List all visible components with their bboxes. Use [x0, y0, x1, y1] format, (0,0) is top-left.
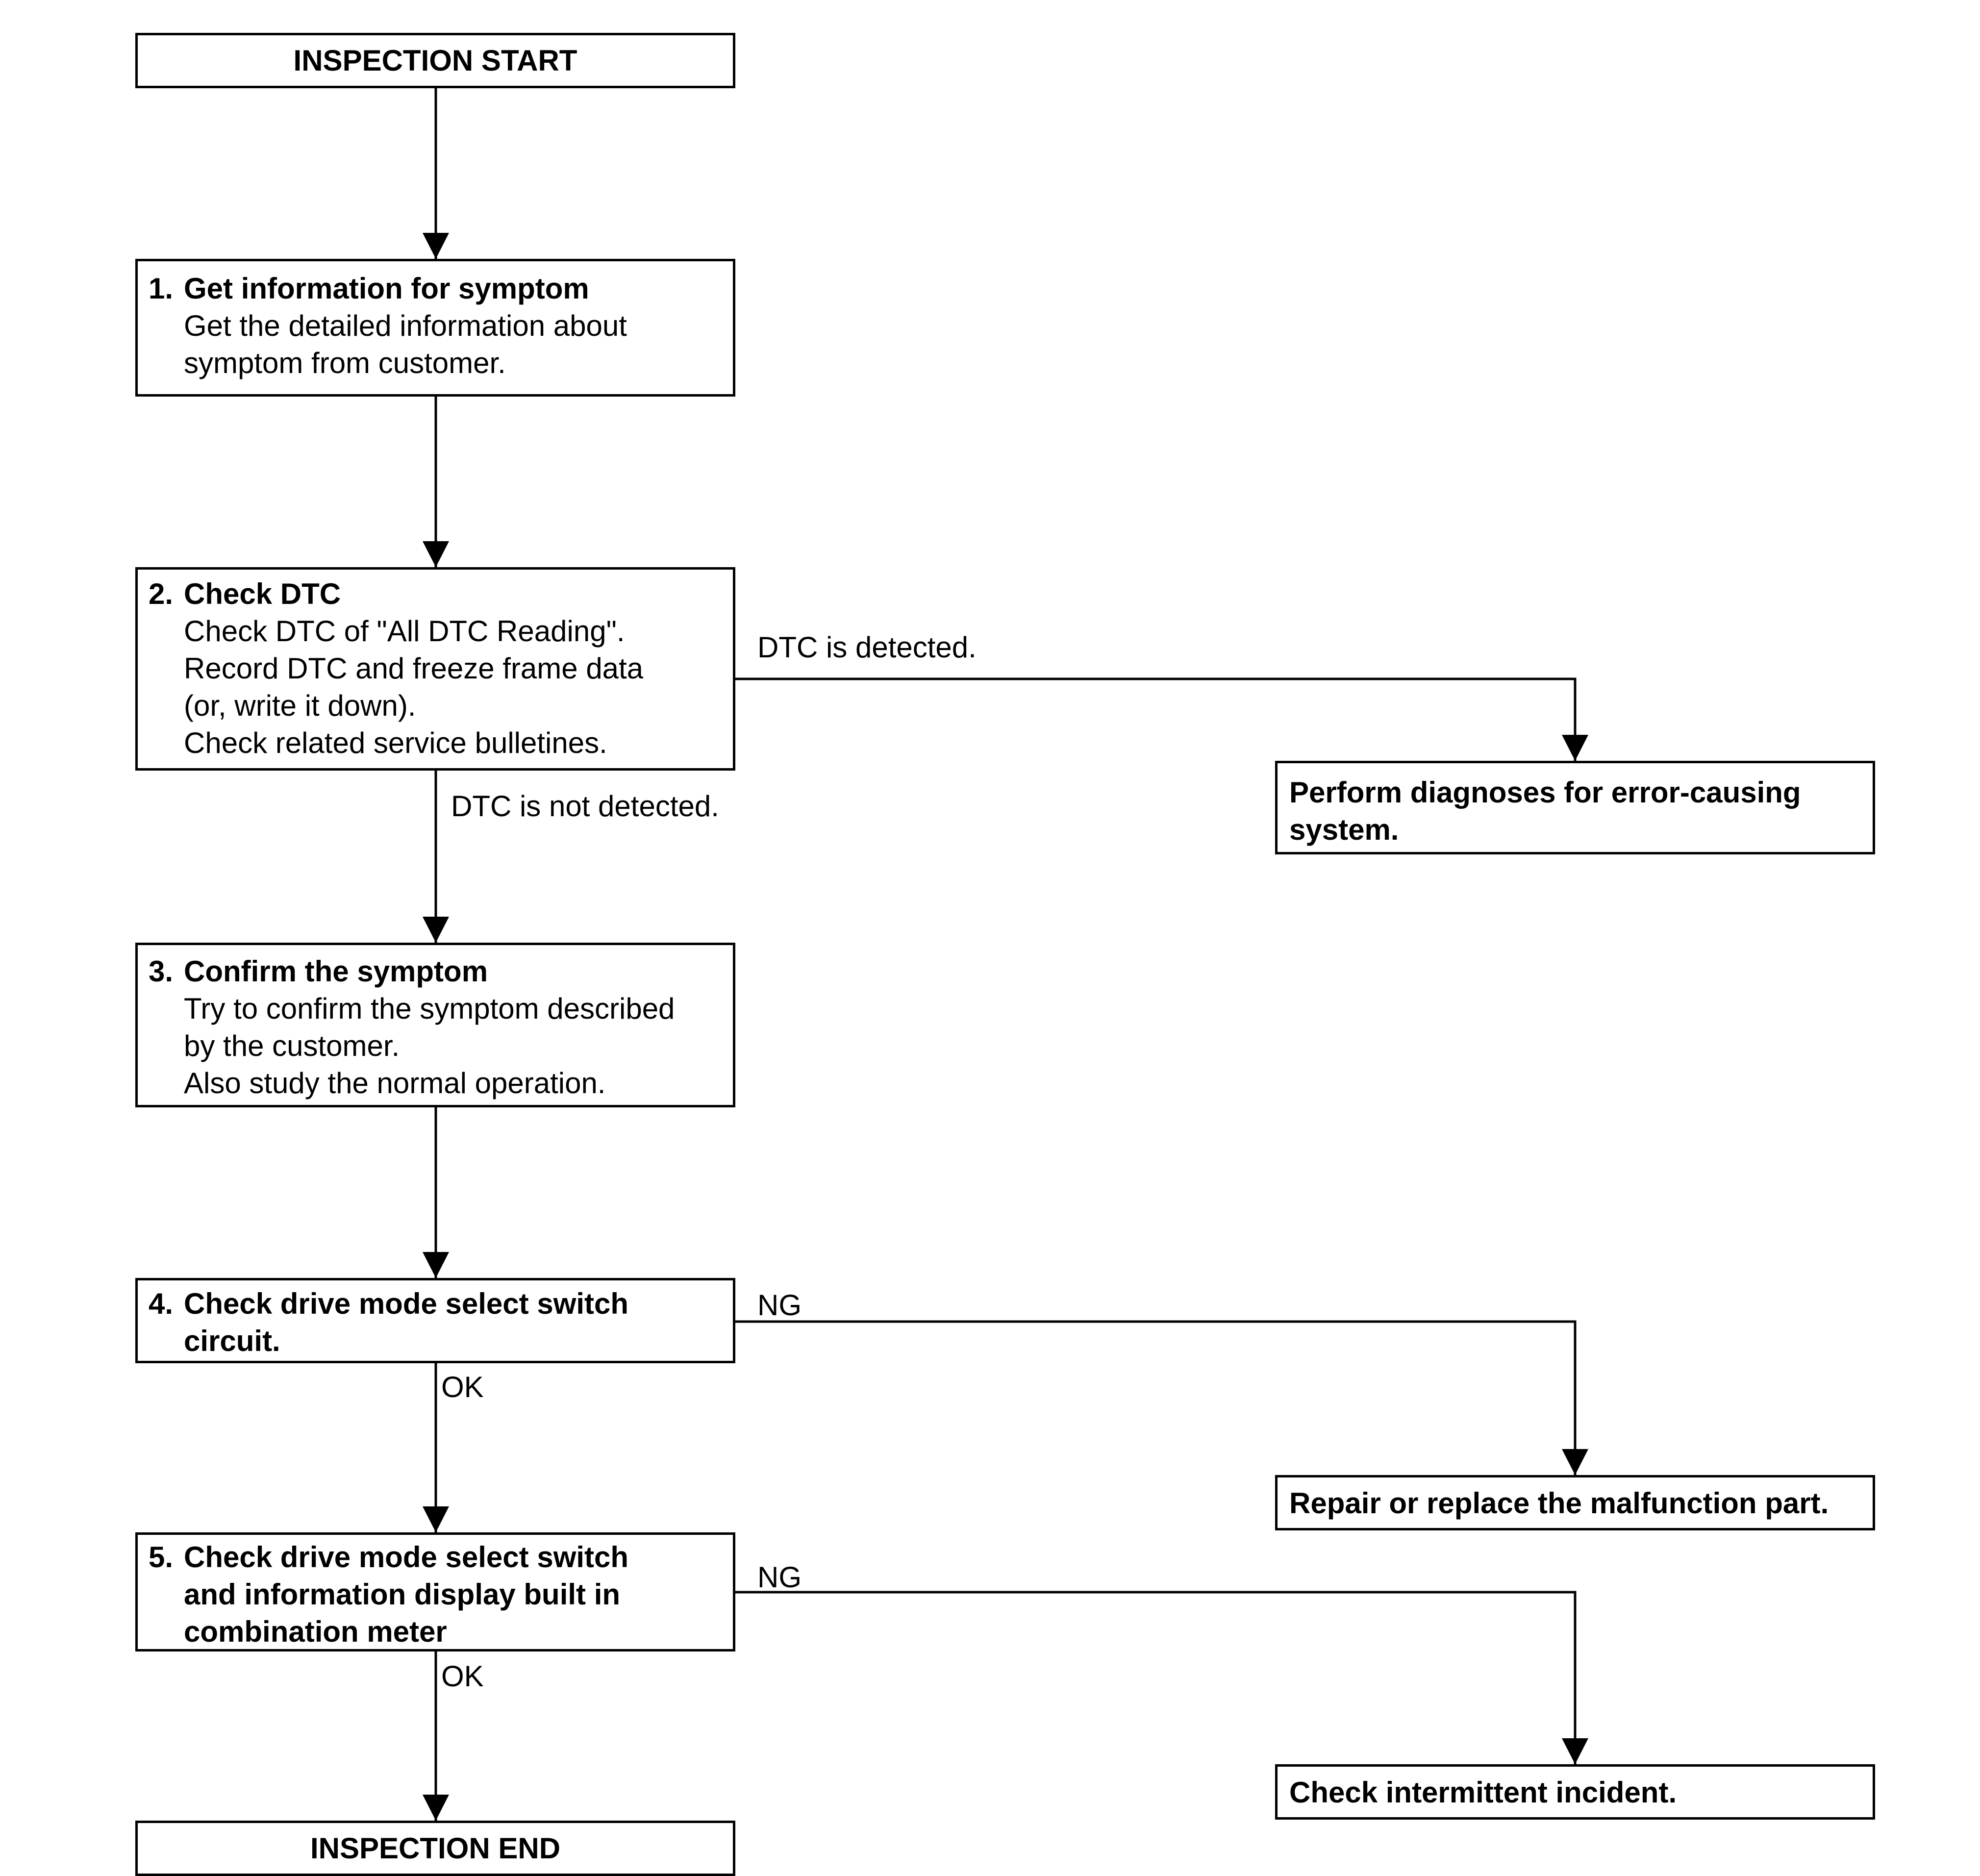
result-intermittent-text: Check intermittent incident.	[1289, 1776, 1677, 1809]
arrowhead	[1562, 1449, 1588, 1475]
arrowhead	[423, 1506, 449, 1532]
step-5-title-continued: combination meter	[184, 1615, 447, 1648]
step-4-title-continued: circuit.	[184, 1325, 280, 1357]
step-4-box: 4. Check drive mode select switch circuit…	[135, 1278, 735, 1363]
label-ok-step5: OK	[441, 1660, 484, 1693]
step-5-box: 5. Check drive mode select switch and inf…	[135, 1532, 735, 1651]
result-dtc-detected-line: system.	[1289, 813, 1399, 846]
step-3-line: Also study the normal operation.	[184, 1067, 606, 1100]
step-2-title: Check DTC	[184, 577, 341, 610]
step-3-heading: 3. Confirm the symptom	[149, 953, 733, 990]
label-ok-step4: OK	[441, 1371, 484, 1403]
arrowhead	[1562, 1738, 1588, 1764]
label-ng-step4: NG	[757, 1289, 802, 1322]
step-3-description: Try to confirm the symptom described by …	[149, 990, 733, 1102]
arrow-step5-to-intermittent	[735, 1591, 1577, 1764]
step-5-title: Check drive mode select switch	[184, 1541, 629, 1574]
label-ng-step5: NG	[757, 1561, 802, 1594]
step-3-box: 3. Confirm the symptom Try to confirm the…	[135, 943, 735, 1107]
result-repair-text: Repair or replace the malfunction part.	[1289, 1487, 1829, 1520]
step-2-number: 2.	[149, 577, 174, 610]
step-2-line: (or, write it down).	[184, 689, 416, 722]
inspection-start-label: INSPECTION START	[293, 44, 577, 77]
step-4-heading: 4. Check drive mode select switch circuit…	[149, 1285, 733, 1360]
step-1-number: 1.	[149, 272, 174, 305]
step-2-heading: 2. Check DTC	[149, 575, 733, 613]
step-1-line: Get the detailed information about	[184, 309, 627, 342]
step-4-title: Check drive mode select switch	[184, 1287, 629, 1320]
step-5-number: 5.	[149, 1541, 174, 1574]
arrowhead	[423, 1252, 449, 1278]
inspection-end-label: INSPECTION END	[310, 1832, 561, 1865]
arrowhead	[423, 917, 449, 943]
step-3-title: Confirm the symptom	[184, 955, 488, 988]
step-3-line: Try to confirm the symptom described	[184, 992, 675, 1025]
step-1-line: symptom from customer.	[184, 347, 506, 379]
step-4-number: 4.	[149, 1287, 174, 1320]
step-2-line: Check DTC of "All DTC Reading".	[184, 615, 625, 648]
step-1-title: Get information for symptom	[184, 272, 589, 305]
arrowhead	[423, 233, 449, 259]
step-2-box: 2. Check DTC Check DTC of "All DTC Readin…	[135, 567, 735, 771]
arrowhead	[1562, 735, 1588, 761]
step-1-box: 1. Get information for symptom Get the de…	[135, 259, 735, 397]
step-5-heading: 5. Check drive mode select switch and inf…	[149, 1539, 733, 1651]
label-dtc-detected: DTC is detected.	[757, 631, 977, 664]
step-3-line: by the customer.	[184, 1029, 400, 1062]
result-intermittent-box: Check intermittent incident.	[1275, 1764, 1875, 1820]
inspection-start-box: INSPECTION START	[135, 33, 735, 88]
step-2-description: Check DTC of "All DTC Reading". Record D…	[149, 613, 733, 762]
result-dtc-detected-line: Perform diagnoses for error-causing	[1289, 776, 1801, 809]
step-3-number: 3.	[149, 955, 174, 988]
result-dtc-detected-box: Perform diagnoses for error-causing syst…	[1275, 761, 1875, 854]
arrow-step4-to-repair	[735, 1320, 1577, 1475]
step-5-title-continued: and information display built in	[184, 1578, 621, 1611]
arrow-step2-to-dtc-result	[735, 677, 1577, 761]
arrowhead	[423, 1795, 449, 1821]
result-repair-box: Repair or replace the malfunction part.	[1275, 1475, 1875, 1530]
step-2-line: Record DTC and freeze frame data	[184, 652, 644, 685]
step-1-heading: 1. Get information for symptom	[149, 270, 733, 307]
inspection-end-box: INSPECTION END	[135, 1821, 735, 1876]
step-2-line: Check related service bulletines.	[184, 726, 607, 759]
label-dtc-not-detected: DTC is not detected.	[451, 790, 719, 823]
step-1-description: Get the detailed information about sympt…	[149, 307, 733, 382]
arrowhead	[423, 541, 449, 567]
